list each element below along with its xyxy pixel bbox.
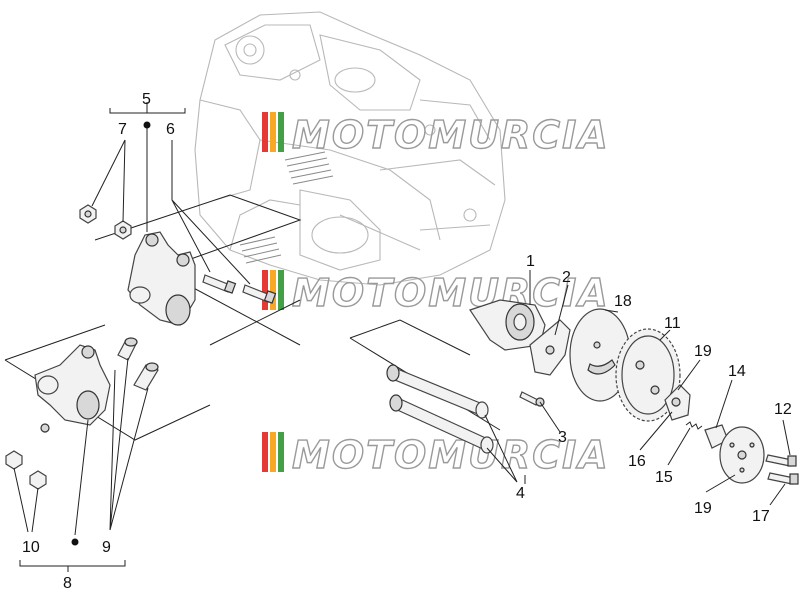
callout-2: 2 bbox=[562, 269, 571, 286]
nut-7b bbox=[114, 220, 132, 240]
rocker-shaft-upper bbox=[386, 364, 489, 419]
callout-9: 9 bbox=[102, 539, 111, 556]
callout-3: 3 bbox=[558, 429, 567, 446]
watermark-stripe-red bbox=[262, 112, 268, 152]
nut-10a bbox=[5, 450, 23, 470]
callout-5: 5 bbox=[142, 91, 151, 108]
rocker-pin-9a bbox=[117, 337, 138, 361]
rocker-shaft-lower bbox=[389, 394, 494, 454]
callout-19-lower: 19 bbox=[694, 500, 712, 517]
leader-lines bbox=[13, 102, 791, 572]
watermark-text: MOTOMURCIA bbox=[292, 113, 610, 157]
watermark-stripe-red bbox=[262, 432, 268, 472]
watermark-stripe-yellow bbox=[270, 432, 276, 472]
watermark-stripe-red bbox=[262, 270, 268, 310]
callout-10: 10 bbox=[22, 539, 40, 556]
callout-19-upper: 19 bbox=[694, 343, 712, 360]
rocker-pin-9b bbox=[133, 362, 159, 391]
watermark-stripe-yellow bbox=[270, 112, 276, 152]
callout-17: 17 bbox=[752, 508, 770, 525]
watermark-text: MOTOMURCIA bbox=[292, 433, 610, 477]
watermark-middle: MOTOMURCIA bbox=[262, 270, 610, 316]
counterweight bbox=[664, 384, 691, 421]
nut-7a bbox=[79, 204, 97, 224]
watermark-bottom: MOTOMURCIA bbox=[262, 432, 610, 478]
tone-disc bbox=[569, 308, 631, 402]
cylinder-head-sketch bbox=[194, 11, 506, 286]
cam-sprocket bbox=[615, 328, 681, 422]
watermark-stripe-green bbox=[278, 270, 284, 310]
callout-6: 6 bbox=[166, 121, 175, 138]
watermark-top: MOTOMURCIA bbox=[262, 112, 610, 158]
callout-4: 4 bbox=[516, 485, 525, 502]
watermark-stripe-green bbox=[278, 432, 284, 472]
decompressor-plate bbox=[529, 319, 571, 376]
screw-12 bbox=[765, 454, 797, 467]
callout-12: 12 bbox=[774, 401, 792, 418]
nut-10b bbox=[29, 470, 47, 490]
callout-11: 11 bbox=[664, 315, 681, 332]
callout-1: 1 bbox=[526, 253, 535, 270]
watermark-stripe-yellow bbox=[270, 270, 276, 310]
return-spring bbox=[685, 421, 703, 430]
watermark-text: MOTOMURCIA bbox=[292, 271, 610, 315]
callout-15: 15 bbox=[655, 469, 673, 486]
adjusting-screw-a bbox=[202, 274, 237, 294]
screw-17 bbox=[767, 472, 799, 485]
cover-plate bbox=[719, 426, 765, 484]
callout-7: 7 bbox=[118, 121, 127, 138]
callout-14: 14 bbox=[728, 363, 746, 380]
callout-8: 8 bbox=[63, 575, 72, 592]
lower-rocker-arm bbox=[34, 344, 111, 433]
screw-3 bbox=[519, 391, 545, 407]
callout-18: 18 bbox=[614, 293, 632, 310]
watermark-stripe-green bbox=[278, 112, 284, 152]
callout-16: 16 bbox=[628, 453, 646, 470]
adjusting-screw-b bbox=[242, 284, 277, 304]
upper-rocker-arm bbox=[127, 231, 196, 326]
